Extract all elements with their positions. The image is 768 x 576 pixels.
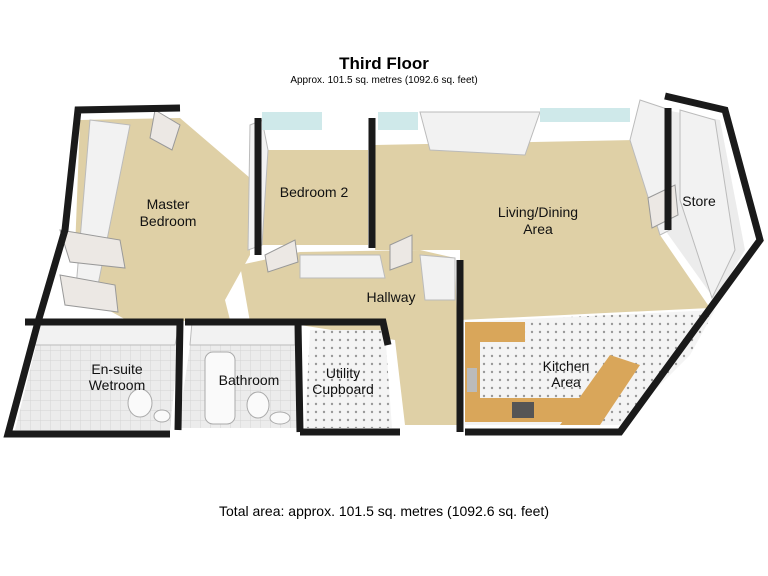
worktop-top	[465, 322, 525, 398]
bathtub	[204, 351, 236, 425]
ensuite-toilet	[127, 388, 153, 418]
label-ensuite-1: En-suite	[91, 361, 143, 377]
label-kitchen-1: Kitchen	[543, 358, 590, 374]
label-living-1: Living/Dining	[498, 204, 578, 220]
ensuite-basin	[153, 409, 171, 423]
floors	[15, 110, 745, 430]
label-master-bedroom-2: Bedroom	[140, 213, 197, 229]
wall-utility	[298, 318, 392, 346]
door-master-1	[149, 109, 181, 151]
window-living-left	[378, 112, 418, 130]
kitchen-units	[465, 322, 640, 425]
sink	[467, 368, 477, 392]
label-kitchen-2: Area	[551, 374, 581, 390]
outer-wall-left	[3, 104, 181, 438]
door-bed2	[264, 239, 299, 273]
wall-bath-row	[25, 318, 184, 431]
door-hall	[389, 234, 413, 271]
window-bedroom-2	[262, 112, 322, 130]
bath-basin	[269, 411, 291, 425]
bedroom-2-floor	[262, 150, 368, 245]
hall-wall-face	[299, 254, 386, 279]
outer-wall-right	[465, 92, 764, 436]
kitchen-floor	[465, 310, 715, 425]
utility-floor	[305, 330, 392, 428]
window-living-right	[540, 108, 630, 122]
label-bathroom: Bathroom	[219, 372, 280, 388]
room-labels: Master Bedroom Bedroom 2 Living/Dining A…	[89, 184, 716, 397]
sanitary	[127, 351, 291, 425]
living-top-wall-face	[419, 111, 541, 156]
floor-area-subtitle: Approx. 101.5 sq. metres (1092.6 sq. fee…	[290, 75, 478, 86]
label-master-bedroom-1: Master	[147, 196, 190, 212]
walls	[3, 92, 764, 438]
label-store: Store	[682, 193, 716, 209]
hob	[512, 402, 534, 418]
label-hallway: Hallway	[366, 289, 415, 305]
hallway-floor	[240, 250, 460, 425]
bath-toilet	[246, 391, 270, 419]
hall-right-face	[419, 254, 456, 301]
floor-title: Third Floor	[339, 54, 429, 73]
total-area: Total area: approx. 101.5 sq. metres (10…	[219, 503, 549, 519]
wardrobe-2	[59, 274, 119, 313]
label-ensuite-2: Wetroom	[89, 377, 146, 393]
store-right-face	[679, 109, 736, 300]
label-bedroom-2: Bedroom 2	[280, 184, 349, 200]
label-utility-2: Cupboard	[312, 381, 374, 397]
windows	[262, 108, 630, 130]
living-floor	[375, 140, 710, 320]
label-utility-1: Utility	[326, 365, 360, 381]
label-living-2: Area	[523, 221, 553, 237]
wardrobe-1	[59, 229, 126, 269]
